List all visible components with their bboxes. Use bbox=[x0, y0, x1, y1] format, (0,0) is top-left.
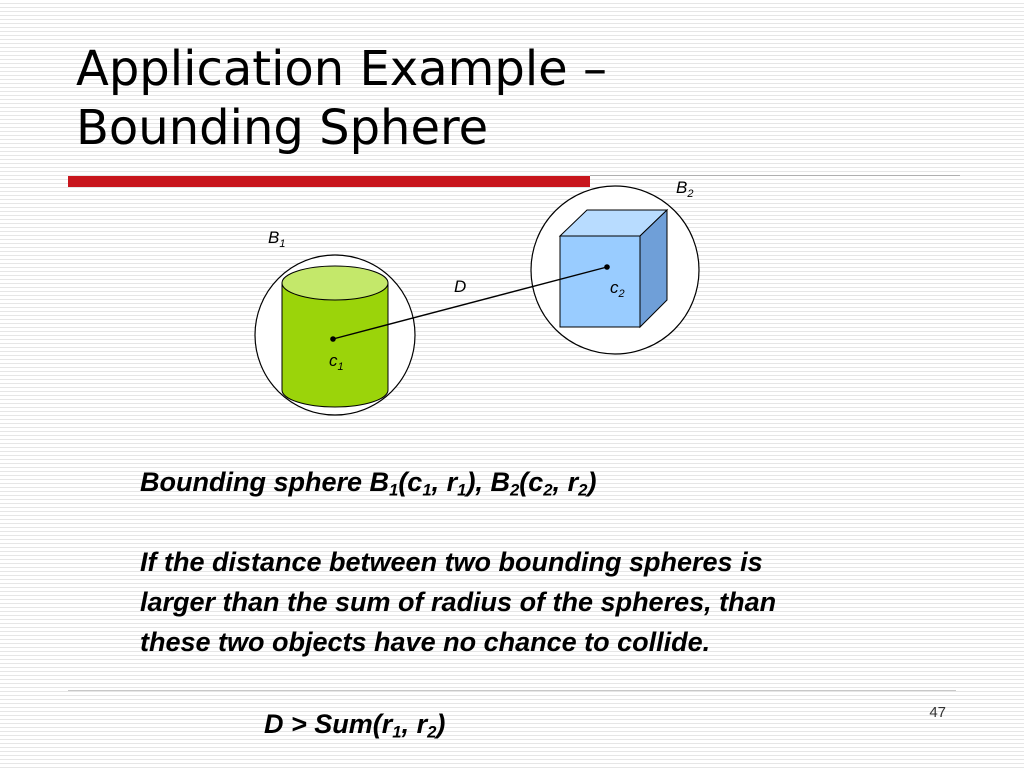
label-b1: B1 bbox=[268, 228, 285, 250]
label-b2: B2 bbox=[676, 178, 693, 200]
collision-condition-formula: D > Sum(r1, r2) bbox=[264, 709, 446, 742]
center-point-c2 bbox=[604, 264, 610, 270]
center-point-c1 bbox=[330, 336, 336, 342]
slide-title-line-2: Bounding Sphere bbox=[76, 100, 489, 156]
distance-line-d bbox=[332, 266, 608, 340]
slide-title-line-1: Application Example – bbox=[76, 41, 607, 97]
cylinder-object bbox=[281, 265, 389, 408]
page-number: 47 bbox=[929, 704, 946, 721]
label-c1: c1 bbox=[329, 351, 344, 373]
cube-object bbox=[558, 208, 669, 329]
explanation-line-3: these two objects have no chance to coll… bbox=[140, 627, 711, 657]
label-c2: c2 bbox=[610, 278, 625, 300]
label-d: D bbox=[454, 277, 466, 296]
footer-divider-line bbox=[68, 690, 956, 691]
title-accent-bar bbox=[68, 176, 590, 187]
explanation-line-1: If the distance between two bounding sph… bbox=[140, 547, 763, 577]
title-divider-line bbox=[590, 175, 960, 176]
slide-title: Application Example – Bounding Sphere bbox=[76, 40, 776, 158]
bounding-sphere-definition: Bounding sphere B1(c1, r1), B2(c2, r2) bbox=[140, 467, 597, 500]
explanation-line-2: larger than the sum of radius of the sph… bbox=[140, 587, 777, 617]
slide-body: Bounding sphere B1(c1, r1), B2(c2, r2) I… bbox=[140, 462, 970, 662]
